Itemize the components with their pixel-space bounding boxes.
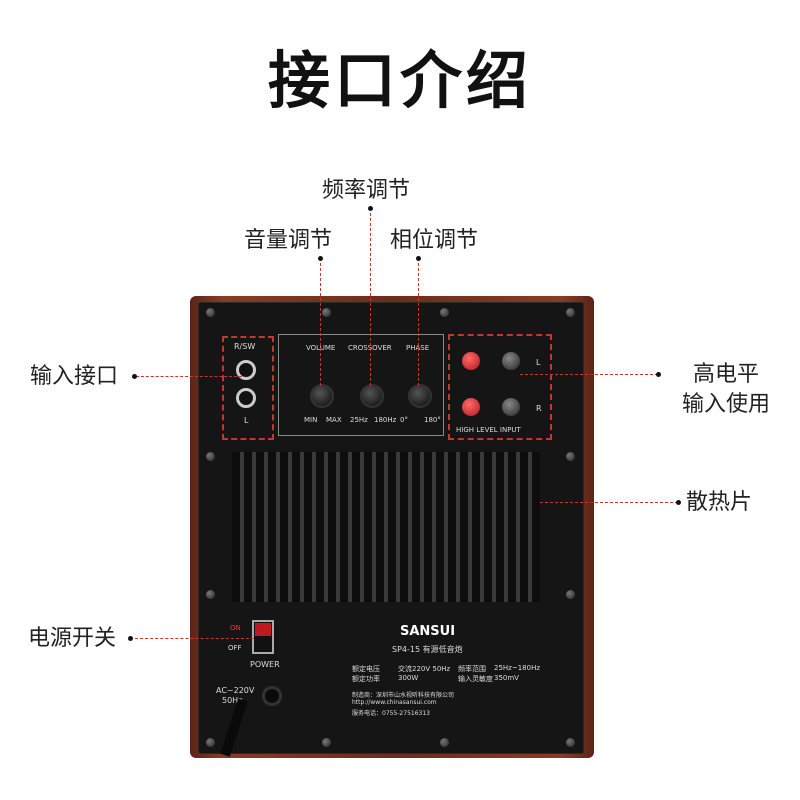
volume-label: 音量调节	[244, 228, 333, 253]
crossover-text: CROSSOVER	[348, 344, 392, 352]
frequency-leader-dot	[368, 206, 373, 211]
heatsink-leader-dot	[676, 500, 681, 505]
spec-power-label: 额定功率	[352, 675, 380, 683]
screw	[322, 308, 331, 317]
spec-power: 300W	[398, 674, 419, 682]
power-text: POWER	[250, 660, 280, 669]
high-level-line1: 高电平	[692, 362, 759, 387]
phase-0-text: 0°	[400, 416, 408, 424]
screw	[566, 452, 575, 461]
min-text: MIN	[304, 416, 318, 424]
spec-sens: 350mV	[494, 674, 519, 682]
screw	[566, 590, 575, 599]
rca-jack-rsw[interactable]	[236, 360, 256, 380]
screw	[322, 738, 331, 747]
power-switch-rocker	[255, 623, 271, 636]
max-text: MAX	[326, 416, 342, 424]
brand-logo: SANSUI	[400, 624, 456, 639]
power-leader-dot	[128, 636, 133, 641]
freq-high-text: 180Hz	[374, 416, 397, 424]
web-text: http://www.chinasansui.com	[352, 699, 437, 706]
screw	[206, 308, 215, 317]
l-text: L	[244, 416, 249, 425]
input-jack-box	[222, 336, 274, 440]
screw	[440, 738, 449, 747]
on-text: ON	[230, 624, 241, 632]
spec-freq-label: 频率范围	[458, 665, 486, 673]
ac-text: AC~220V	[216, 686, 255, 695]
screw	[206, 452, 215, 461]
high-level-input-text: HIGH LEVEL INPUT	[456, 426, 521, 434]
off-text: OFF	[228, 644, 242, 652]
volume-leader	[320, 258, 321, 386]
heatsink	[232, 452, 540, 602]
rsw-text: R/SW	[234, 342, 256, 351]
screw	[440, 308, 449, 317]
hz-text: 50Hz	[222, 696, 243, 705]
heatsink-label: 散热片	[686, 490, 753, 515]
phase-text: PHASE	[406, 344, 430, 352]
phase-leader-dot	[416, 256, 421, 261]
frequency-label: 频率调节	[322, 178, 411, 203]
speaker-post-r-minus[interactable]	[502, 398, 520, 416]
input-label: 输入接口	[30, 364, 119, 389]
phase-leader	[418, 258, 419, 386]
hl-r-text: R	[536, 404, 542, 413]
maker-text: 制造商：深圳市山水视听科技有限公司	[352, 692, 455, 699]
screw	[206, 738, 215, 747]
power-label: 电源开关	[28, 626, 117, 651]
frequency-leader	[370, 208, 371, 386]
high-level-line2: 输入使用	[681, 392, 770, 417]
high-level-leader-dot	[656, 372, 661, 377]
spec-voltage: 交流220V 50Hz	[398, 665, 451, 673]
page-title: 接口介绍	[267, 44, 532, 117]
spec-freq: 25Hz~180Hz	[494, 664, 541, 672]
input-leader-dot	[132, 374, 137, 379]
screw	[566, 308, 575, 317]
freq-low-text: 25Hz	[350, 416, 368, 424]
crossover-knob[interactable]	[360, 384, 384, 408]
high-level-box	[448, 334, 552, 440]
screw	[206, 590, 215, 599]
phase-180-text: 180°	[424, 416, 441, 424]
spec-voltage-label: 额定电压	[352, 665, 380, 673]
hl-l-text: L	[536, 358, 541, 367]
speaker-post-l-minus[interactable]	[502, 352, 520, 370]
tel-text: 服务电话：0755-27516313	[352, 710, 430, 717]
volume-knob[interactable]	[310, 384, 334, 408]
input-leader	[136, 376, 242, 377]
high-level-leader	[520, 374, 658, 375]
power-switch[interactable]	[252, 620, 274, 654]
screw	[566, 738, 575, 747]
phase-knob[interactable]	[408, 384, 432, 408]
volume-leader-dot	[318, 256, 323, 261]
speaker-post-l-plus[interactable]	[462, 352, 480, 370]
high-level-label: 高电平 输入使用	[666, 360, 786, 420]
heatsink-leader	[540, 502, 678, 503]
speaker-post-r-plus[interactable]	[462, 398, 480, 416]
spec-sens-label: 输入灵敏度	[458, 675, 493, 683]
model-text: SP4-15 有源低音炮	[392, 645, 463, 654]
power-leader	[130, 638, 254, 639]
controls-box	[278, 334, 444, 436]
phase-label: 相位调节	[390, 228, 479, 253]
power-cord-socket	[262, 686, 282, 706]
rca-jack-l[interactable]	[236, 388, 256, 408]
